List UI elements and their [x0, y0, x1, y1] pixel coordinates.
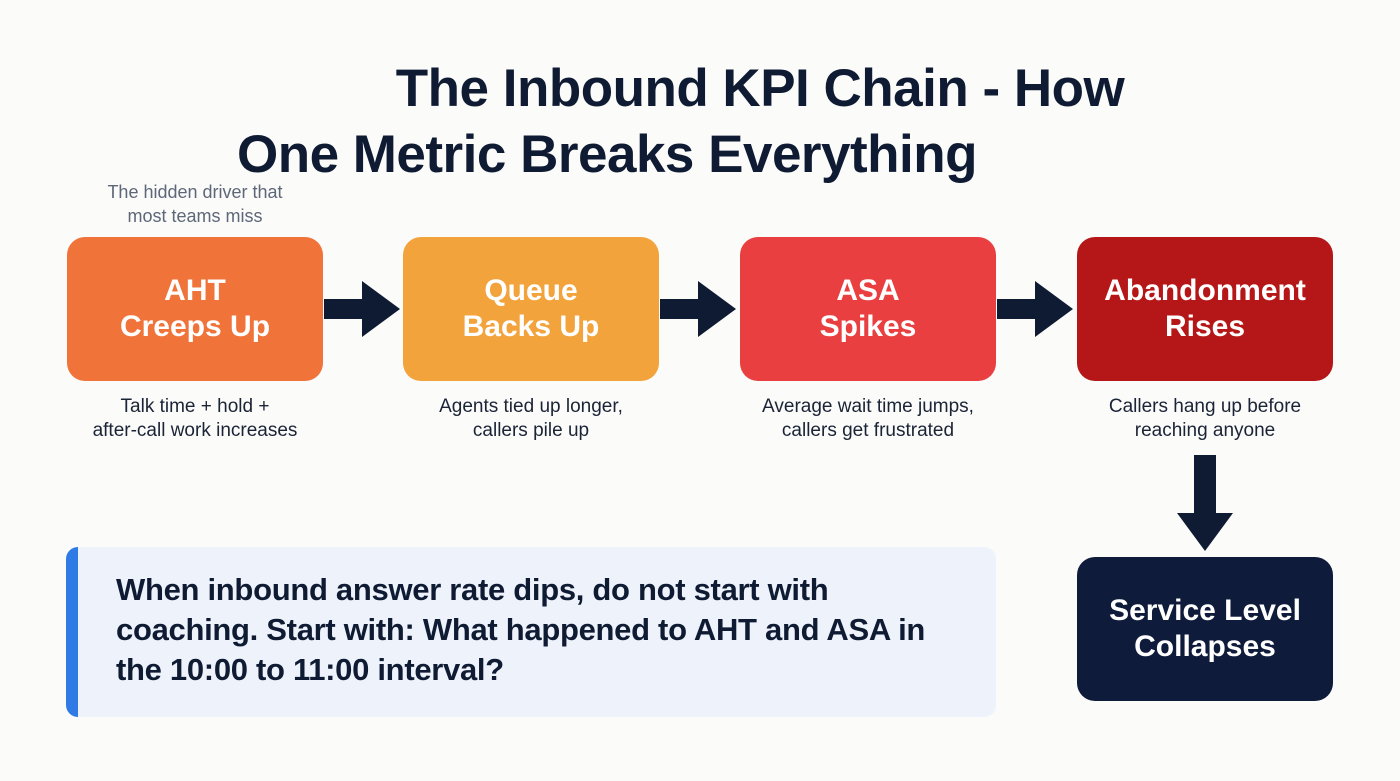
node-aht-creeps-up: AHT Creeps Up — [67, 237, 323, 381]
node-service-level-label: Service Level Collapses — [1109, 594, 1301, 663]
node-asa-spikes: ASA Spikes — [740, 237, 996, 381]
node-service-level-collapses: Service Level Collapses — [1077, 557, 1333, 701]
key-insight-callout: When inbound answer rate dips, do not st… — [66, 547, 996, 717]
node-aht-label: AHT Creeps Up — [119, 274, 271, 343]
callout-accent-bar — [66, 547, 78, 717]
arrow-right-icon — [324, 281, 400, 337]
node-aht-description: Talk time + hold + after-call work incre… — [92, 396, 298, 441]
callout-text: When inbound answer rate dips, do not st… — [116, 572, 926, 687]
node-asa-label: ASA Spikes — [819, 274, 917, 343]
node-abandonment-rises: Abandonment Rises — [1077, 237, 1333, 381]
node-abandonment-label: Abandonment Rises — [1104, 274, 1306, 343]
arrow-down-icon — [1177, 455, 1233, 551]
node-asa-description: Average wait time jumps, callers get fru… — [762, 396, 974, 441]
node-queue-backs-up: Queue Backs Up — [403, 237, 659, 381]
title-line-1: The Inbound KPI Chain - How — [395, 59, 1125, 118]
hidden-driver-annotation: The hidden driver that most teams miss — [107, 182, 283, 226]
title-line-2: One Metric Breaks Everything — [236, 125, 978, 184]
diagram-title: The Inbound KPI Chain - How One Metric B… — [0, 56, 1400, 188]
node-abandonment-description: Callers hang up before reaching anyone — [1108, 396, 1302, 441]
node-queue-label: Queue Backs Up — [462, 274, 600, 343]
node-queue-description: Agents tied up longer, callers pile up — [439, 396, 623, 441]
arrow-right-icon — [660, 281, 736, 337]
arrow-right-icon — [997, 281, 1073, 337]
